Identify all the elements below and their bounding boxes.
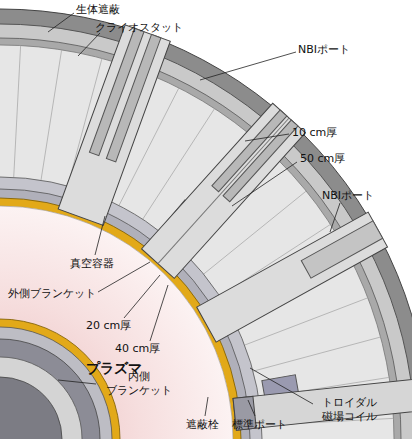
part-label: 50 cm厚 bbox=[300, 152, 345, 166]
part-label: 20 cm厚 bbox=[86, 319, 131, 333]
part-label: 外側ブランケット bbox=[8, 287, 96, 301]
part-label: クライオスタット bbox=[95, 21, 183, 35]
part-label: 10 cm厚 bbox=[292, 126, 337, 140]
part-label: NBIポート bbox=[298, 43, 350, 57]
part-label: NBIポート bbox=[322, 189, 374, 203]
region-label: プラズマ bbox=[86, 360, 142, 376]
leader-lines bbox=[48, 13, 340, 416]
part-label: トロイダル 磁場コイル bbox=[314, 396, 384, 424]
part-label: 真空容器 bbox=[70, 257, 114, 271]
plasma-region: プラズマ bbox=[86, 358, 142, 378]
part-label: 遮蔽栓 bbox=[186, 418, 219, 432]
structure-line bbox=[41, 50, 62, 180]
structure-line bbox=[14, 46, 21, 178]
nbi-port bbox=[142, 103, 306, 278]
part-label: 生体遮蔽 bbox=[76, 3, 120, 17]
structure-line bbox=[253, 337, 381, 371]
nbi-port bbox=[58, 25, 170, 226]
nbi-port bbox=[197, 212, 388, 342]
part-label: 標準ポート bbox=[232, 418, 287, 432]
part-label: 40 cm厚 bbox=[115, 342, 160, 356]
